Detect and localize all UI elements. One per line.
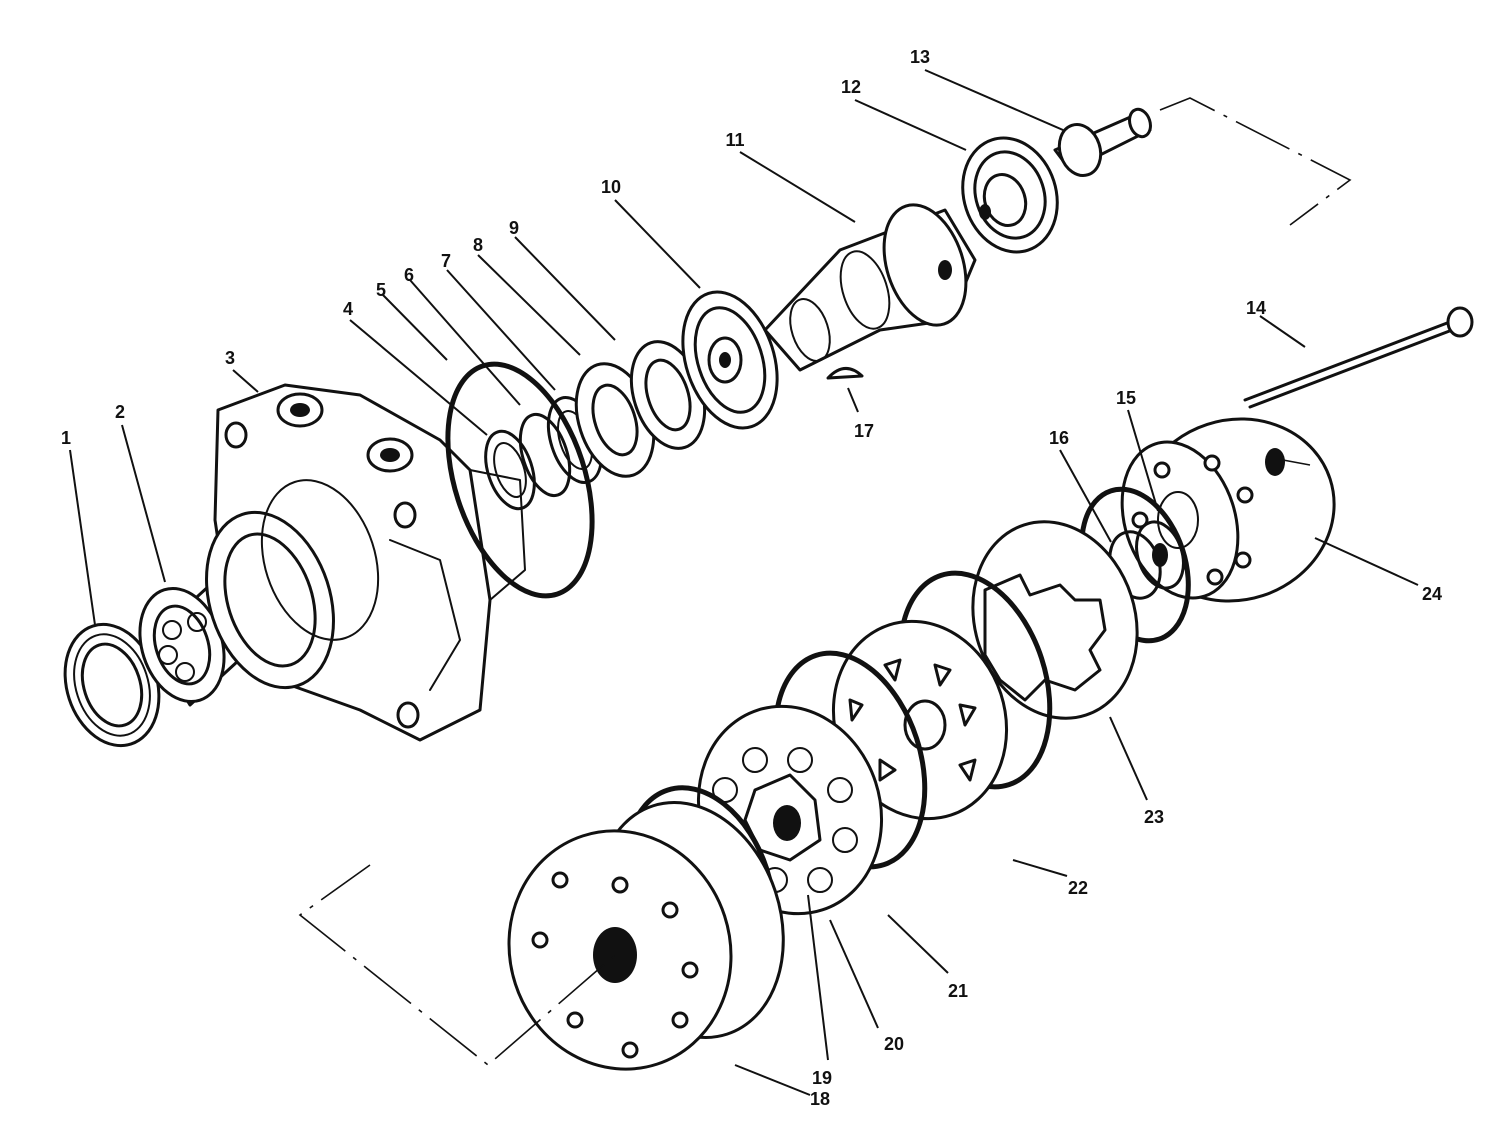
callout-20: 20 (884, 1034, 904, 1054)
callout-17: 17 (854, 421, 874, 441)
callout-24: 24 (1422, 584, 1442, 604)
part-10-thrust-bearing (681, 290, 779, 430)
callout-13: 13 (910, 47, 930, 67)
callout-18: 18 (810, 1089, 830, 1109)
leader-lines (69, 69, 1419, 1096)
callout-4: 4 (343, 299, 353, 319)
callout-9: 9 (509, 218, 519, 238)
callout-labels: 1 2 3 4 5 6 7 8 9 10 11 12 13 14 15 16 1… (61, 47, 1442, 1109)
callout-3: 3 (225, 348, 235, 368)
callout-16: 16 (1049, 428, 1069, 448)
callout-6: 6 (404, 265, 414, 285)
part-6-backup-ring (518, 412, 572, 498)
callout-1: 1 (61, 428, 71, 448)
callout-21: 21 (948, 981, 968, 1001)
callout-15: 15 (1116, 388, 1136, 408)
part-11-drive-shaft (763, 203, 977, 372)
callout-23: 23 (1144, 807, 1164, 827)
callout-8: 8 (473, 235, 483, 255)
callout-14: 14 (1246, 298, 1266, 318)
callout-7: 7 (441, 251, 451, 271)
lower-alignment-line (298, 864, 616, 1067)
part-3-housing (205, 383, 526, 742)
part-24-end-cover (1120, 417, 1336, 603)
part-23-rotor-set (971, 520, 1139, 720)
callout-5: 5 (376, 280, 386, 300)
callout-11: 11 (725, 130, 744, 150)
callout-19: 19 (812, 1068, 832, 1088)
part-18-end-plate (507, 801, 785, 1071)
part-13-drive-link (1053, 107, 1152, 177)
part-14-cap-screw (1243, 306, 1474, 409)
callout-12: 12 (841, 77, 861, 97)
part-17-woodruff-key (826, 367, 864, 380)
part-12-spline-gear (961, 136, 1059, 254)
part-5-o-ring (445, 361, 595, 599)
callout-10: 10 (601, 177, 621, 197)
callout-2: 2 (115, 402, 125, 422)
part-4-seal-ring (484, 429, 536, 511)
upper-alignment-line (1159, 97, 1352, 226)
callout-22: 22 (1068, 878, 1088, 898)
